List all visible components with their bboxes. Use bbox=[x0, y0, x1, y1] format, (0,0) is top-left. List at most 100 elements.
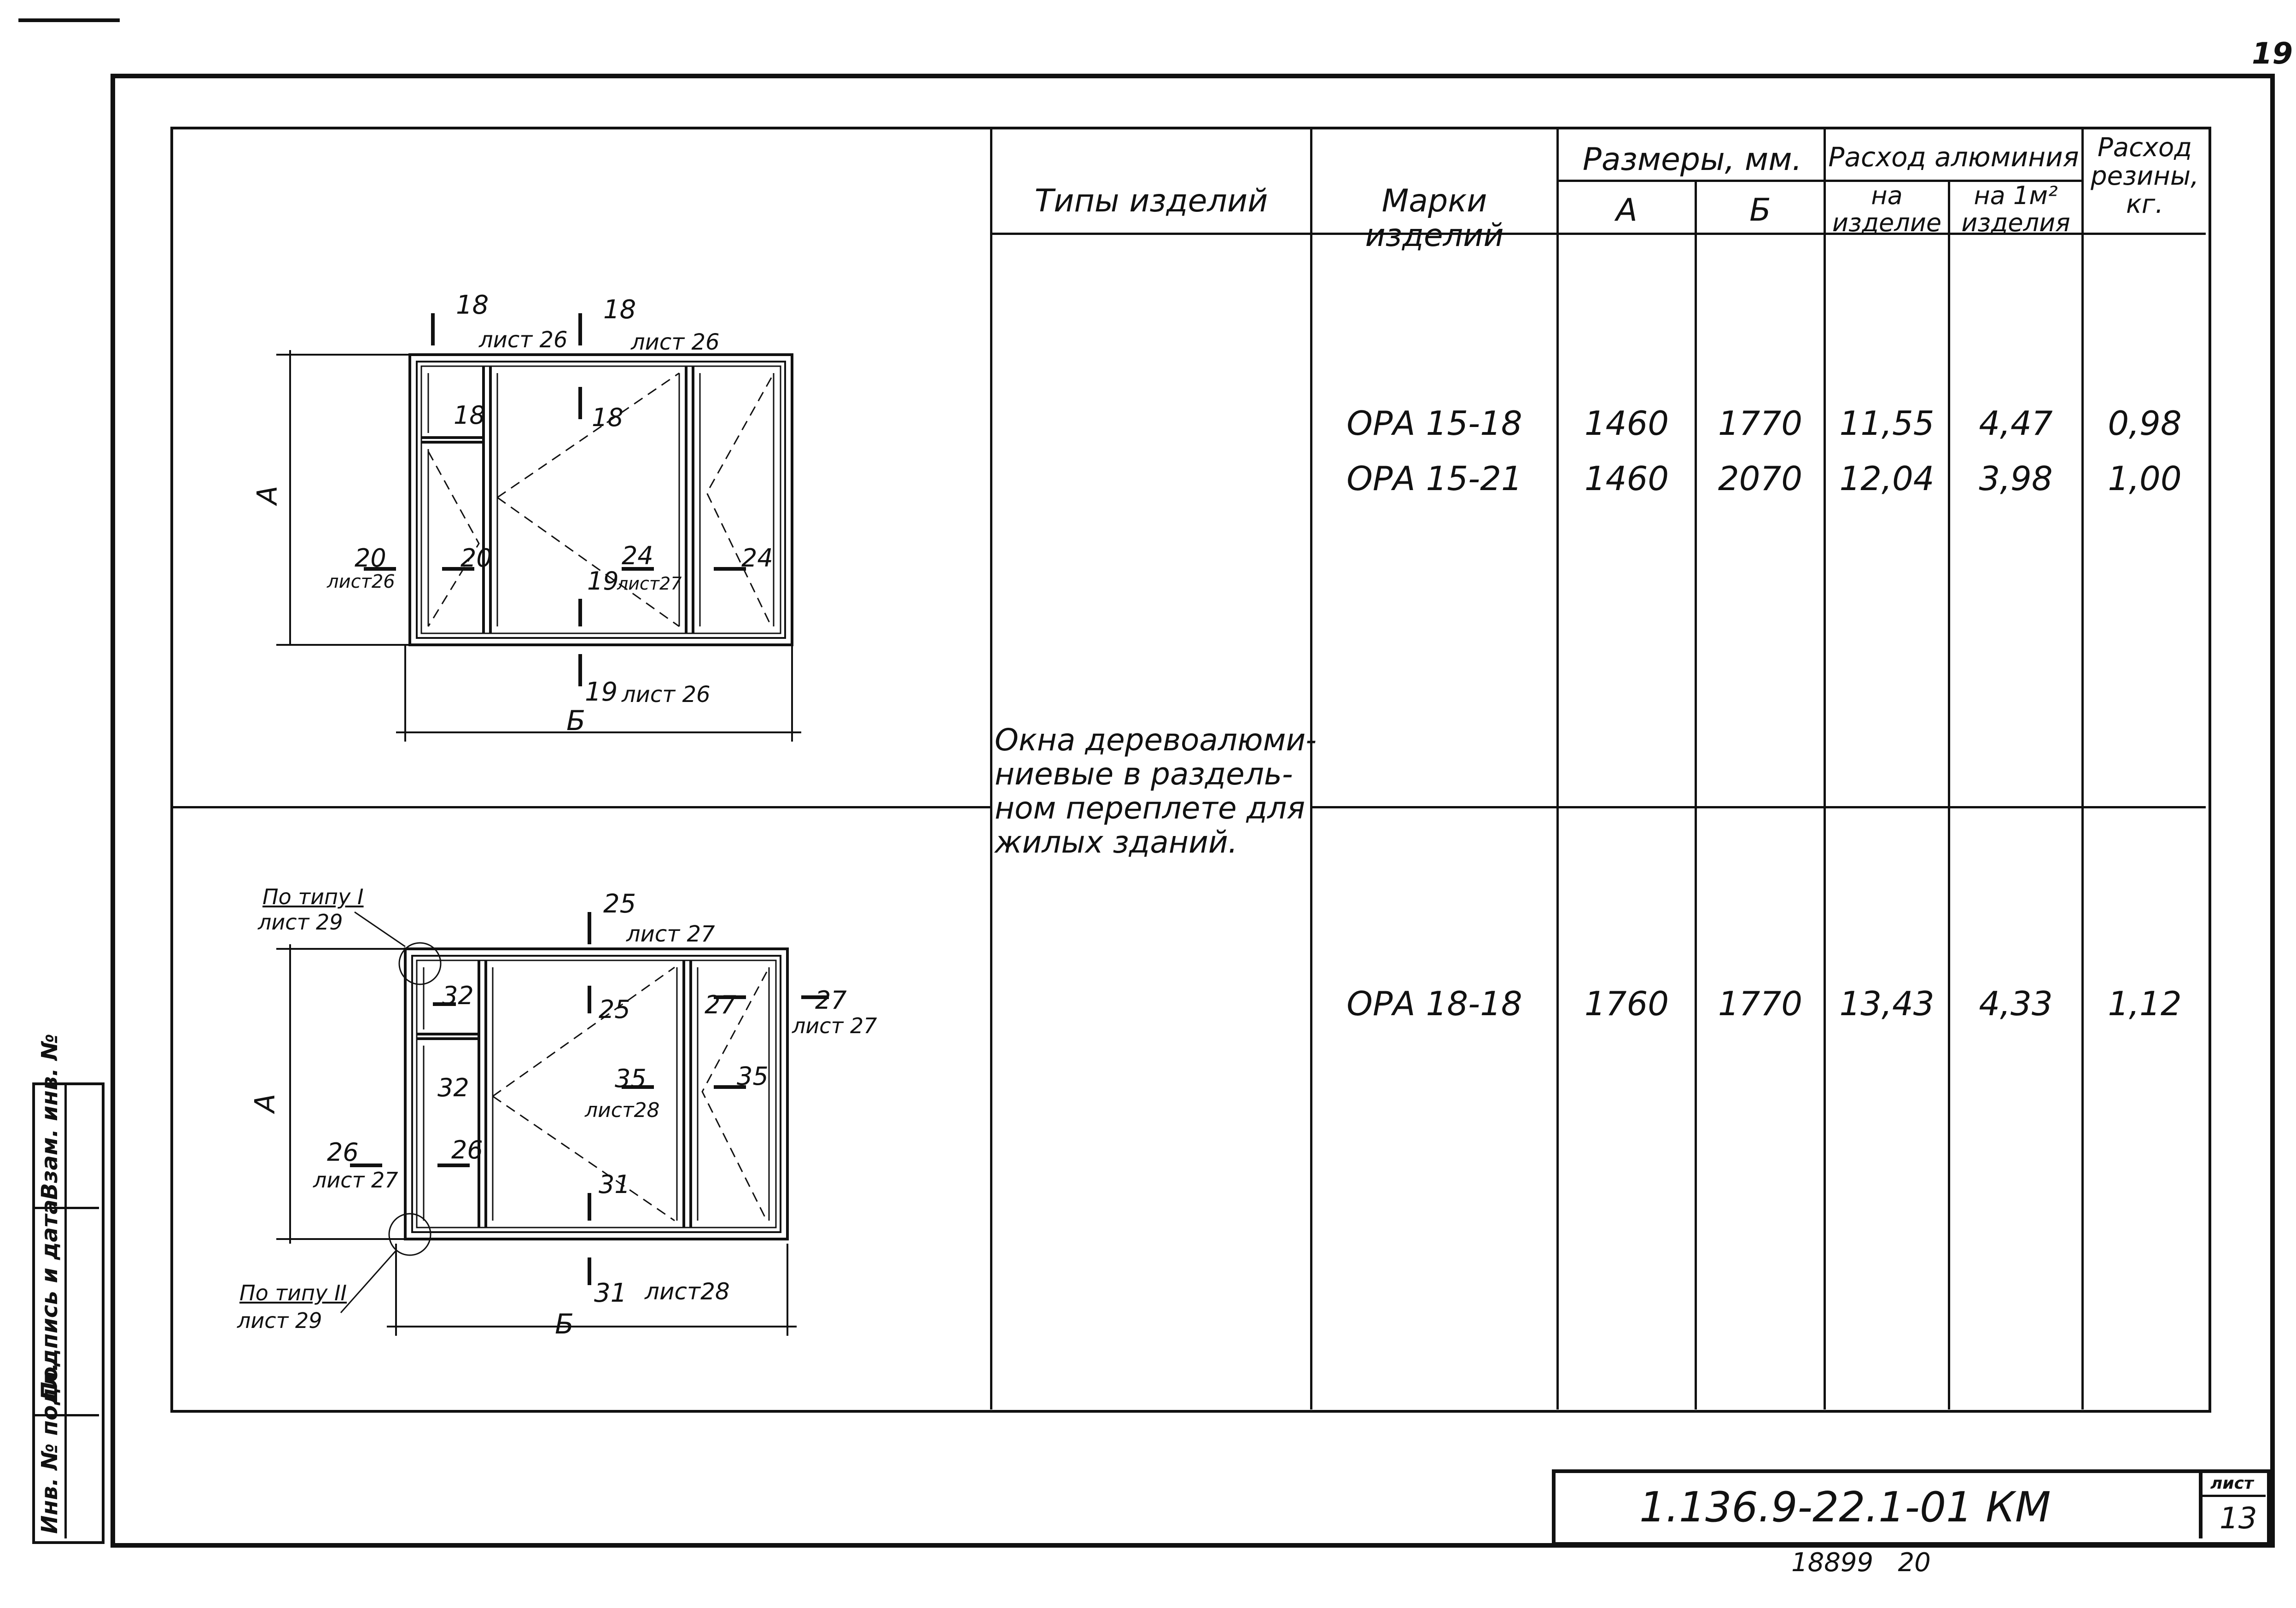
drawing2-sheet28b: лист28 bbox=[645, 1278, 730, 1305]
drawing1-sec18b: 18 bbox=[603, 295, 636, 325]
drawing1-sec18a: 18 bbox=[456, 290, 489, 320]
drawing1-sec19a: 19 bbox=[587, 567, 619, 596]
row1-rubber: 0,98 bbox=[2108, 404, 2182, 443]
row1-alu-m2: 4,47 bbox=[1979, 404, 2053, 443]
side-stamp-row2 bbox=[35, 1414, 99, 1416]
col-divider-types bbox=[990, 129, 992, 1409]
product-type-text: Окна деревоалюми- ниевые в раздель- ном … bbox=[995, 723, 1317, 860]
side-stamp-row1 bbox=[35, 1207, 99, 1209]
header-alu-per-m2: на 1м² изделия bbox=[1961, 181, 2070, 238]
drawing2-type1-sheet: лист 29 bbox=[258, 910, 343, 935]
col-divider-size-a bbox=[1556, 129, 1559, 1409]
product-type-line-4: жилых зданий. bbox=[995, 824, 1238, 860]
drawing1-sheet27: лист27 bbox=[617, 573, 682, 594]
drawing2-sec31b: 31 bbox=[594, 1278, 627, 1308]
drawing2-sec26b: 26 bbox=[451, 1135, 483, 1164]
header-size-b: Б bbox=[1749, 192, 1771, 228]
product-type-line-3: ном переплете для bbox=[995, 790, 1305, 826]
row2-b: 2070 bbox=[1718, 459, 1803, 498]
row2-alu-m2: 3,98 bbox=[1979, 459, 2053, 498]
drawing2-sec31a: 31 bbox=[599, 1170, 630, 1199]
drawing2-sec32b: 32 bbox=[437, 1073, 469, 1102]
drawing2-sec27a: 27 bbox=[705, 990, 736, 1019]
row2-a: 1460 bbox=[1584, 459, 1669, 498]
drawing2-sec35b: 35 bbox=[737, 1062, 769, 1091]
drawing2-sec35a: 35 bbox=[615, 1064, 647, 1093]
header-types: Типы изделий bbox=[1034, 183, 1268, 219]
drawing2-sec26a: 26 bbox=[327, 1138, 359, 1167]
drawing1-sec19b: 19 bbox=[585, 677, 618, 707]
window-drawing-2 bbox=[276, 911, 829, 1336]
corner-page-number: 19 bbox=[2252, 37, 2293, 71]
drawing1-sec20b: 20 bbox=[460, 544, 492, 573]
drawing2-dim-b: Б bbox=[555, 1308, 574, 1340]
window-drawing-1 bbox=[276, 313, 801, 742]
header-bottom-line bbox=[990, 233, 2206, 235]
side-stamp-col1: Взам. инв. № bbox=[37, 1034, 63, 1200]
header-marks: Марки изделий bbox=[1365, 183, 1504, 254]
row1-mark: ОРА 15-18 bbox=[1346, 404, 1522, 443]
sheet-number: 13 bbox=[2220, 1502, 2257, 1536]
row1-alu-item: 11,55 bbox=[1839, 404, 1935, 443]
drawing1-sec18d: 18 bbox=[592, 403, 624, 432]
drawing2-type1: По типу I bbox=[262, 884, 364, 909]
row3-alu-item: 13,43 bbox=[1839, 984, 1935, 1023]
archive-number: 18899 20 bbox=[1791, 1548, 1931, 1578]
drawing2-sheet27b: лист 27 bbox=[792, 1013, 877, 1038]
drawing-code: 1.136.9-22.1-01 КМ bbox=[1639, 1483, 2051, 1532]
side-stamp-col3: Инв. № подл. bbox=[37, 1362, 63, 1534]
top-mark-line bbox=[18, 18, 120, 22]
drawing2-sec27b: 27 bbox=[815, 986, 847, 1015]
header-sizes: Размеры, мм. bbox=[1582, 141, 1802, 178]
row3-a: 1760 bbox=[1584, 984, 1669, 1023]
sheet-frame bbox=[111, 74, 2275, 1548]
drawing1-sheet26c: лист26 bbox=[327, 571, 395, 592]
drawing1-dim-a: А bbox=[251, 485, 284, 505]
row3-mark: ОРА 18-18 bbox=[1346, 984, 1522, 1023]
header-alu-per-item: на изделие bbox=[1832, 181, 1942, 238]
product-type-line-2: ниевые в раздель- bbox=[995, 756, 1293, 792]
drawing1-dim-b: Б bbox=[566, 705, 586, 737]
title-block bbox=[1552, 1469, 2271, 1546]
drawing2-type2: По типу II bbox=[239, 1281, 347, 1305]
row3-b: 1770 bbox=[1718, 984, 1803, 1023]
drawing2-sheet28a: лист28 bbox=[585, 1099, 660, 1122]
drawing2-sec32a: 32 bbox=[442, 981, 474, 1010]
drawing2-dim-a: А bbox=[249, 1093, 281, 1113]
title-block-divider bbox=[2199, 1472, 2203, 1538]
row2-mark: ОРА 15-21 bbox=[1346, 459, 1522, 498]
drawing1-sec18c: 18 bbox=[454, 401, 485, 430]
drawing2-sec25b: 25 bbox=[599, 995, 630, 1024]
row1-a: 1460 bbox=[1584, 404, 1669, 443]
row3-alu-m2: 4,33 bbox=[1979, 984, 2053, 1023]
row3-rubber: 1,12 bbox=[2108, 984, 2182, 1023]
drawing1-sec24a: 24 bbox=[622, 541, 653, 570]
product-type-line-1: Окна деревоалюми- bbox=[995, 722, 1317, 758]
col-divider-marks bbox=[1310, 129, 1312, 1409]
subheader-line bbox=[1556, 180, 2081, 182]
sheet-label: лист bbox=[2210, 1474, 2254, 1493]
row-divider-right bbox=[1312, 806, 2206, 808]
header-size-a: А bbox=[1616, 192, 1638, 228]
row-divider bbox=[170, 806, 992, 808]
header-rubber: Расход резины, кг. bbox=[2091, 133, 2199, 220]
col-divider-size-b bbox=[1695, 180, 1697, 1409]
drawing2-sheet27c: лист 27 bbox=[313, 1168, 398, 1193]
drawing1-sheet26a: лист 26 bbox=[479, 327, 568, 353]
row1-b: 1770 bbox=[1718, 404, 1803, 443]
header-aluminum: Расход алюминия bbox=[1828, 141, 2079, 173]
col-divider-alu bbox=[1824, 129, 1826, 1409]
row2-rubber: 1,00 bbox=[2108, 459, 2182, 498]
row2-alu-item: 12,04 bbox=[1839, 459, 1935, 498]
drawing2-sec25a: 25 bbox=[603, 889, 636, 919]
drawing1-sec20a: 20 bbox=[355, 544, 386, 573]
drawing1-sec24b: 24 bbox=[741, 544, 773, 573]
title-block-sheet-line bbox=[2201, 1495, 2266, 1497]
drawing1-sheet26b: лист 26 bbox=[631, 329, 720, 355]
col-divider-alu-m2 bbox=[1948, 180, 1950, 1409]
drawing2-sheet27a: лист 27 bbox=[626, 921, 715, 947]
drawing2-type2-sheet: лист 29 bbox=[237, 1308, 322, 1333]
table-frame bbox=[170, 127, 2211, 1413]
side-stamp-divider bbox=[64, 1085, 67, 1538]
side-stamp bbox=[32, 1082, 105, 1544]
